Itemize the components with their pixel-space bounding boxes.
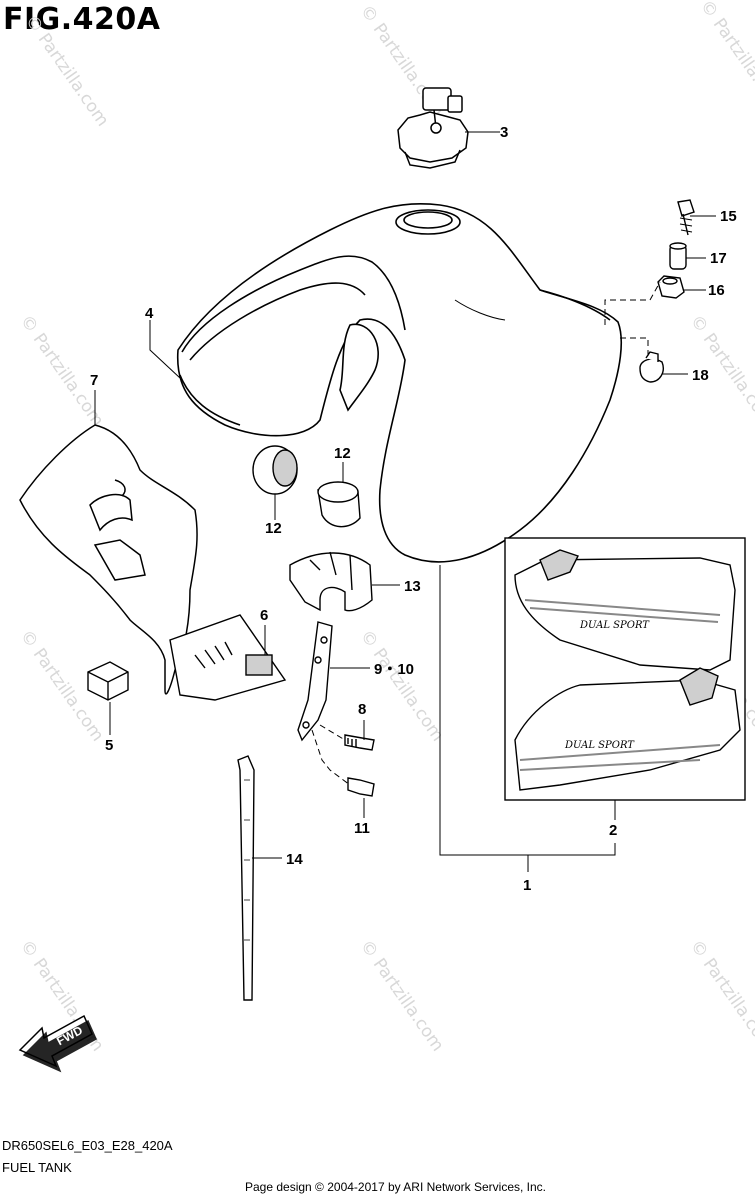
watermark: © Partzilla.com bbox=[356, 626, 448, 745]
cable-tie-14 bbox=[237, 755, 255, 1001]
decal-set-2: DUAL SPORT DUAL SPORT bbox=[504, 537, 746, 801]
callout-4: 4 bbox=[145, 305, 154, 322]
callout-13: 13 bbox=[404, 578, 421, 595]
pad-5 bbox=[87, 661, 129, 701]
callout-16: 16 bbox=[708, 282, 725, 299]
grommet-12-left bbox=[252, 445, 298, 495]
cushion-18 bbox=[639, 351, 664, 383]
collar-17 bbox=[669, 242, 687, 270]
cushion-16 bbox=[657, 275, 685, 299]
figure-title: FIG.420A bbox=[3, 2, 161, 37]
callout-14: 14 bbox=[286, 851, 303, 868]
callout-11: 11 bbox=[354, 820, 370, 837]
cushion-13 bbox=[289, 551, 373, 612]
callout-18: 18 bbox=[692, 367, 709, 384]
callout-17: 17 bbox=[710, 250, 727, 267]
copyright-notice: Page design © 2004-2017 by ARI Network S… bbox=[245, 1180, 547, 1194]
callout-12-right: 12 bbox=[334, 445, 351, 462]
section-name: FUEL TANK bbox=[2, 1160, 72, 1175]
model-code: DR650SEL6_E03_E28_420A bbox=[2, 1138, 173, 1153]
callout-1: 1 bbox=[523, 877, 531, 894]
callout-9-10: 9・10 bbox=[374, 661, 414, 678]
leader-lines bbox=[94, 131, 716, 872]
callout-8: 8 bbox=[358, 701, 366, 718]
bolt-8 bbox=[344, 734, 375, 751]
grommet-12-right bbox=[317, 481, 361, 528]
fwd-arrow-icon: FWD bbox=[18, 1014, 97, 1073]
fuel-cap bbox=[397, 87, 469, 169]
callout-2: 2 bbox=[609, 822, 617, 839]
callout-5: 5 bbox=[105, 737, 113, 754]
fuel-tank bbox=[176, 202, 623, 563]
bracket-9-10 bbox=[297, 621, 333, 742]
decal-text: DUAL SPORT bbox=[579, 620, 650, 631]
watermark: © Partzilla.com bbox=[696, 0, 755, 115]
callout-labels: 3 15 17 16 18 4 7 6 5 12 12 13 9・10 8 11… bbox=[90, 124, 737, 894]
callout-3: 3 bbox=[500, 124, 508, 141]
bracket-6 bbox=[169, 614, 287, 701]
bolt-15 bbox=[677, 199, 695, 236]
watermark: © Partzilla.com bbox=[21, 11, 113, 130]
callout-12-left: 12 bbox=[265, 520, 282, 537]
callout-6: 6 bbox=[260, 607, 268, 624]
decal-text: DUAL SPORT bbox=[564, 740, 635, 751]
bolt-11 bbox=[347, 777, 375, 797]
watermark: © Partzilla.com bbox=[356, 936, 448, 1055]
callout-7: 7 bbox=[90, 372, 98, 389]
callout-15: 15 bbox=[720, 208, 737, 225]
watermark: © Partzilla.com bbox=[16, 311, 108, 430]
cover-7 bbox=[19, 424, 198, 695]
watermark: © Partzilla.com bbox=[686, 936, 755, 1055]
